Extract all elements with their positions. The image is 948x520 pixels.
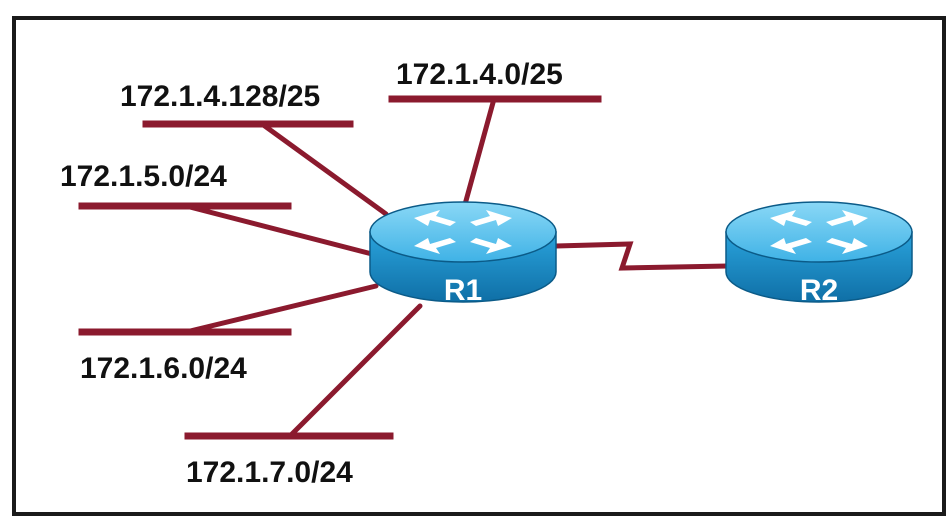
router-r2: R2 <box>725 201 913 307</box>
link-5-0-r1 <box>183 203 375 257</box>
router-r1-top <box>369 201 557 263</box>
link-4-128-r1 <box>259 121 389 217</box>
network-label-4-128: 172.1.4.128/25 <box>120 80 320 113</box>
network-label-4-0: 172.1.4.0/25 <box>396 58 563 91</box>
link-7-0-r1 <box>287 303 423 439</box>
network-label-6-0: 172.1.6.0/24 <box>80 352 247 385</box>
serial-link-r1-r2 <box>553 241 731 271</box>
router-r2-label: R2 <box>800 274 838 307</box>
network-label-5-0: 172.1.5.0/24 <box>60 160 227 193</box>
link-4-0-r1 <box>461 96 497 211</box>
link-6-0-r1 <box>183 283 379 335</box>
network-label-7-0: 172.1.7.0/24 <box>186 456 353 489</box>
router-r1: R1 <box>369 201 557 307</box>
router-r2-arrows-icon <box>770 210 868 254</box>
router-r2-top <box>725 201 913 263</box>
router-r1-arrows-icon <box>414 210 512 254</box>
router-r1-label: R1 <box>444 274 482 307</box>
